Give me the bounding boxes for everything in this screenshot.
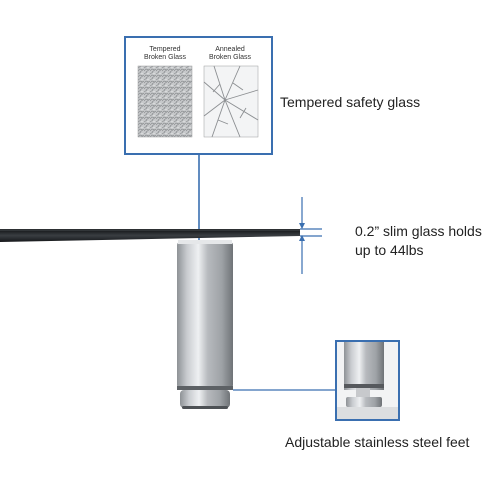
slim-glass-line1: 0.2” slim glass holds: [355, 223, 482, 239]
annealed-caption-line1: Annealed: [215, 46, 245, 53]
tempered-caption: Tempered Broken Glass: [135, 46, 195, 62]
slim-glass-line2: up to 44lbs: [355, 242, 424, 258]
annealed-caption: Annealed Broken Glass: [200, 46, 260, 62]
double-arrow-icon: [299, 197, 322, 274]
tempered-caption-line2: Broken Glass: [143, 54, 187, 61]
stainless-steel-leg: [177, 240, 233, 409]
tempered-glass-sample: [137, 65, 193, 138]
tempered-caption-line1: Tempered: [149, 46, 181, 53]
tempered-glass-label: Tempered safety glass: [280, 94, 421, 110]
feet-label: Adjustable stainless steel feet: [285, 434, 470, 450]
annealed-glass-sample: [203, 65, 259, 138]
annealed-caption-line2: Broken Glass: [208, 54, 252, 61]
slim-glass-label: 0.2” slim glass holds up to 44lbs: [355, 222, 482, 260]
feet-detail-image: [337, 342, 398, 419]
glass-shelf: [0, 229, 300, 242]
